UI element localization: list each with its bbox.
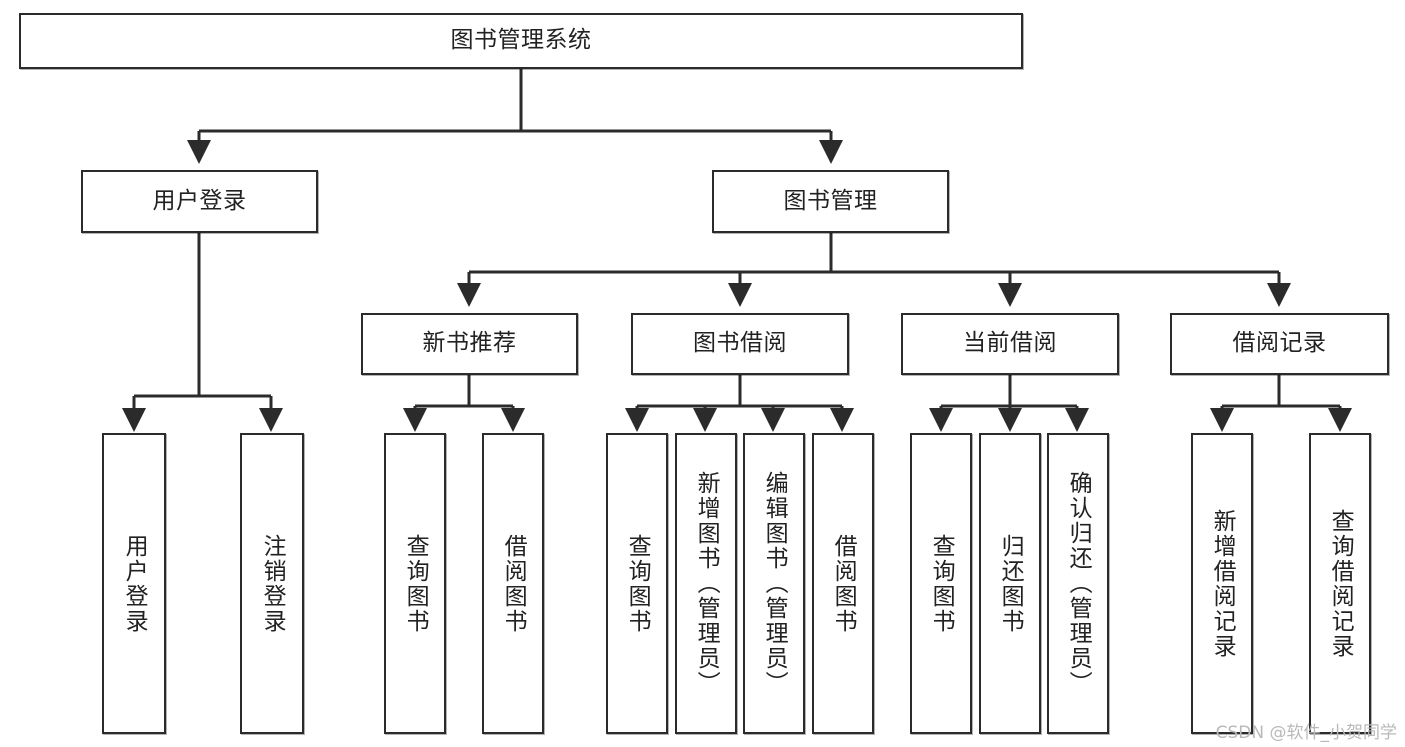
- node-leaf-borrow-book-2-label: 借阅图书: [830, 533, 857, 634]
- node-root-label: 图书管理系统: [450, 27, 592, 54]
- node-leaf-query-book-1-label: 查询图书: [402, 533, 429, 634]
- node-borrow-record-label: 借阅记录: [1232, 330, 1327, 357]
- node-leaf-add-record-label: 新增借阅记录: [1209, 508, 1236, 659]
- node-leaf-edit-book-label: 编辑图书（管理员）: [761, 471, 788, 696]
- node-leaf-user-login-label: 用户登录: [121, 533, 148, 634]
- node-leaf-return-book-label: 归还图书: [997, 533, 1024, 634]
- node-user-login[interactable]: 用户登录: [81, 170, 318, 233]
- node-root[interactable]: 图书管理系统: [19, 13, 1023, 69]
- node-current-borrow-label: 当前借阅: [963, 330, 1057, 357]
- node-leaf-borrow-book-1-label: 借阅图书: [500, 533, 527, 634]
- node-leaf-edit-book[interactable]: 编辑图书（管理员）: [743, 433, 805, 734]
- node-new-book-recommend[interactable]: 新书推荐: [361, 313, 578, 375]
- node-user-login-label: 用户登录: [152, 187, 247, 214]
- node-leaf-query-record[interactable]: 查询借阅记录: [1309, 433, 1371, 734]
- node-current-borrow[interactable]: 当前借阅: [901, 313, 1119, 375]
- node-leaf-logout-login-label: 注销登录: [259, 533, 286, 634]
- node-leaf-confirm-return-label: 确认归还（管理员）: [1065, 471, 1092, 696]
- node-leaf-user-login[interactable]: 用户登录: [102, 433, 166, 734]
- node-book-borrow[interactable]: 图书借阅: [631, 313, 849, 375]
- node-leaf-add-book-label: 新增图书（管理员）: [693, 471, 720, 696]
- node-leaf-logout-login[interactable]: 注销登录: [240, 433, 304, 734]
- node-leaf-confirm-return[interactable]: 确认归还（管理员）: [1047, 433, 1109, 734]
- node-leaf-query-book-3-label: 查询图书: [928, 533, 955, 634]
- node-leaf-query-record-label: 查询借阅记录: [1327, 508, 1354, 659]
- node-book-borrow-label: 图书借阅: [693, 330, 787, 357]
- node-new-book-recommend-label: 新书推荐: [422, 330, 517, 357]
- node-leaf-borrow-book-1[interactable]: 借阅图书: [482, 433, 544, 734]
- node-leaf-add-record[interactable]: 新增借阅记录: [1191, 433, 1253, 734]
- csdn-watermark: CSDN @软件_小贺同学: [1215, 723, 1397, 743]
- node-borrow-record[interactable]: 借阅记录: [1170, 313, 1389, 375]
- node-leaf-query-book-2[interactable]: 查询图书: [606, 433, 668, 734]
- node-leaf-query-book-3[interactable]: 查询图书: [910, 433, 972, 734]
- node-book-management-label: 图书管理: [783, 187, 878, 214]
- node-leaf-query-book-2-label: 查询图书: [624, 533, 651, 634]
- node-leaf-return-book[interactable]: 归还图书: [979, 433, 1041, 734]
- node-leaf-add-book[interactable]: 新增图书（管理员）: [675, 433, 737, 734]
- node-book-management[interactable]: 图书管理: [712, 170, 949, 233]
- node-leaf-query-book-1[interactable]: 查询图书: [384, 433, 446, 734]
- node-leaf-borrow-book-2[interactable]: 借阅图书: [812, 433, 874, 734]
